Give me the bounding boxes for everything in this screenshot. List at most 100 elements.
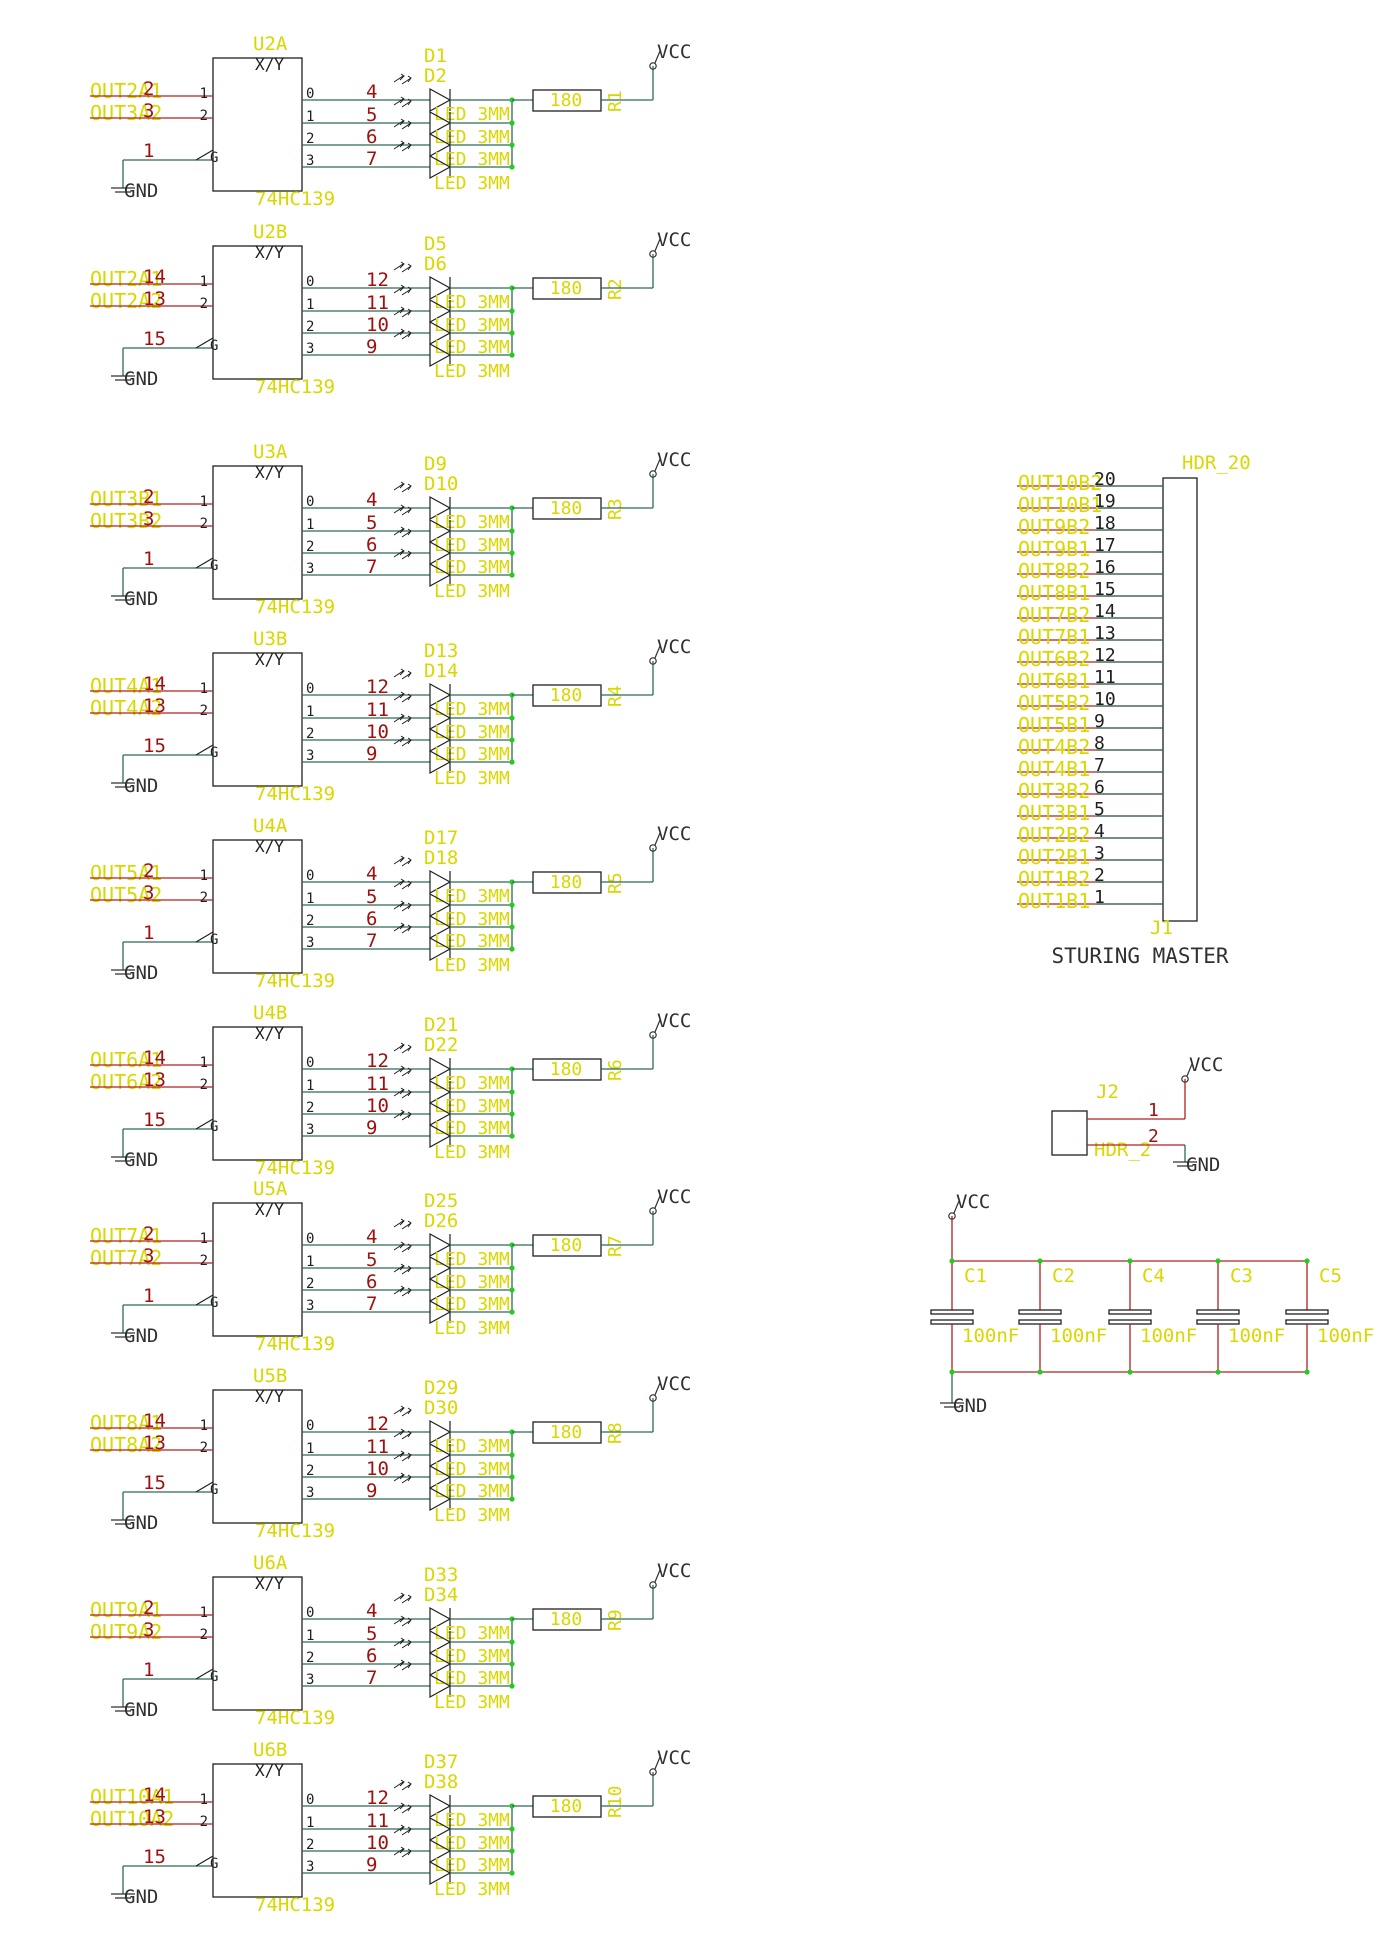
led-value: LED 3MM	[434, 1481, 510, 1502]
pin-num-enable: 15	[143, 1472, 166, 1494]
j1-pin-num: 5	[1094, 799, 1105, 820]
resistor-ref: R3	[605, 498, 626, 520]
resistor-value: 180	[550, 872, 583, 893]
pin-num-b: 13	[143, 695, 166, 717]
unit-type: 74HC139	[255, 1520, 335, 1542]
j2-pin-num: 2	[1148, 1126, 1159, 1147]
pin-name: 1	[200, 1792, 208, 1808]
j1-pin-num: 11	[1094, 667, 1116, 688]
decoder-body	[212, 1576, 303, 1711]
j2-pin-num: 1	[1148, 1100, 1159, 1121]
j1-pin-num: 14	[1094, 601, 1116, 622]
led-value: LED 3MM	[434, 1459, 510, 1480]
led-ref: D14	[424, 660, 458, 682]
j1-net-label: OUT4B2	[1018, 735, 1090, 759]
resistor-ref: R7	[605, 1235, 626, 1257]
out-pin-num: 9	[366, 743, 377, 765]
out-pin-num: 11	[366, 1073, 389, 1095]
led-arrows	[393, 526, 412, 538]
decoder-body	[212, 1026, 303, 1161]
unit-type: 74HC139	[255, 596, 335, 618]
out-pin-num: 5	[366, 1623, 377, 1645]
pin-name: 1	[200, 274, 208, 290]
led-value: LED 3MM	[434, 104, 510, 125]
unit-xy: X/Y	[255, 55, 284, 74]
out-pin-name: 3	[306, 1122, 314, 1138]
out-pin-name: 1	[306, 1254, 314, 1270]
vcc-label: VCC	[657, 449, 691, 471]
out-pin-num: 4	[366, 863, 377, 885]
led-ref: D13	[424, 640, 458, 662]
resistor-ref: R1	[605, 90, 626, 112]
decoder-body	[212, 465, 303, 600]
j1-net-label: OUT2B1	[1018, 845, 1090, 869]
out-pin-name: 3	[306, 341, 314, 357]
pin-num-enable: 1	[143, 1659, 154, 1681]
gnd-symbol	[111, 1519, 135, 1525]
vcc-label: VCC	[657, 41, 691, 63]
led-arrows	[393, 504, 412, 516]
pin-num-enable: 15	[143, 735, 166, 757]
pin-num-b: 3	[143, 100, 154, 122]
cap-plate-top	[930, 1309, 974, 1315]
out-pin-num: 9	[366, 1117, 377, 1139]
net-label-a: OUT2A1	[90, 79, 162, 103]
j1-net-label: OUT8B1	[1018, 581, 1090, 605]
junction-dot	[509, 352, 515, 358]
vcc-terminal	[649, 1207, 657, 1215]
pin-name: G	[210, 558, 218, 574]
unit-ref: U4A	[253, 815, 288, 837]
led-value: LED 3MM	[434, 699, 510, 720]
out-pin-name: 0	[306, 681, 314, 697]
enable-bubble	[195, 1118, 214, 1130]
gnd-label: GND	[1186, 1154, 1220, 1176]
led-arrows	[393, 1472, 412, 1484]
vcc-tick	[654, 458, 661, 472]
led-arrows	[393, 140, 412, 152]
gnd-symbol	[111, 1893, 135, 1899]
out-pin-name: 0	[306, 1055, 314, 1071]
pin-name: G	[210, 1119, 218, 1135]
gnd-symbol	[111, 375, 135, 381]
out-pin-num: 9	[366, 1854, 377, 1876]
out-pin-num: 12	[366, 269, 389, 291]
junction-dot	[1304, 1258, 1310, 1264]
resistor-value: 180	[550, 1796, 583, 1817]
junction-dot	[509, 1309, 515, 1315]
cap-value: 100nF	[962, 1325, 1019, 1347]
led-ref: D34	[424, 1584, 458, 1606]
out-pin-num: 9	[366, 336, 377, 358]
decoder-body	[212, 839, 303, 974]
unit-ref: U3B	[253, 628, 287, 650]
pin-name: 2	[200, 108, 208, 124]
out-pin-num: 6	[366, 1271, 377, 1293]
out-pin-name: 3	[306, 153, 314, 169]
pin-name: G	[210, 932, 218, 948]
pin-name: G	[210, 338, 218, 354]
resistor-ref: R6	[605, 1059, 626, 1081]
pin-num-a: 2	[143, 860, 154, 882]
vcc-label: VCC	[657, 229, 691, 251]
decoder-body	[212, 652, 303, 787]
vcc-label: VCC	[657, 636, 691, 658]
cap-plate-bottom	[930, 1319, 974, 1325]
gnd-symbol	[111, 595, 135, 601]
out-pin-name: 2	[306, 726, 314, 742]
junction-dot	[949, 1258, 955, 1264]
junction-dot	[509, 550, 515, 556]
pin-name: 1	[200, 494, 208, 510]
led-ref: D38	[424, 1771, 458, 1793]
j1-net-label: OUT1B1	[1018, 889, 1090, 913]
led-ref: D17	[424, 827, 458, 849]
j2-body	[1051, 1110, 1088, 1156]
led-value: LED 3MM	[434, 581, 510, 602]
pin-name: 1	[200, 681, 208, 697]
out-pin-name: 1	[306, 704, 314, 720]
unit-xy: X/Y	[255, 837, 284, 856]
j2-type: HDR_2	[1094, 1139, 1151, 1161]
net-label-b: OUT8A2	[90, 1433, 162, 1457]
